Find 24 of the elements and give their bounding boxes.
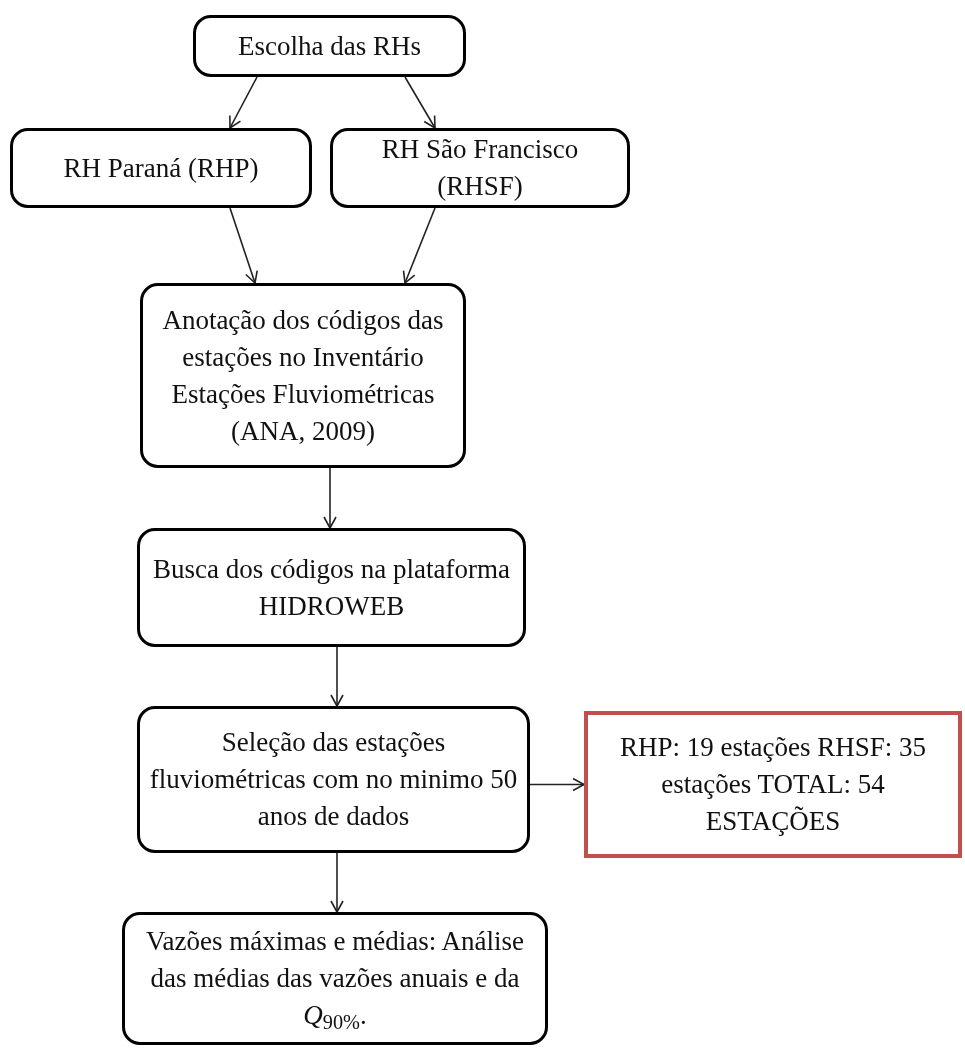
arrow (529, 777, 585, 792)
box-text: Escolha das RHs (238, 29, 421, 63)
arrow (323, 467, 337, 529)
box-text: Anotação dos códigos das estações no Inventário Estações Fluviométricas (ANA, 2009) (161, 303, 445, 448)
arrow (330, 852, 344, 913)
arrow (330, 646, 344, 707)
process-box (137, 528, 526, 647)
result-box (584, 711, 962, 858)
process-box (330, 128, 630, 208)
arrow (402, 207, 436, 284)
arrow (229, 207, 258, 284)
arrow (229, 76, 258, 129)
process-box (10, 128, 312, 208)
process-box (140, 283, 466, 468)
box-text: RH Paraná (RHP) (63, 151, 259, 185)
box-text: RHP: 19 estações RHSF: 35 estações TOTAL: 54 ESTAÇÕES (619, 731, 927, 838)
process-box (193, 15, 466, 77)
process-box (122, 912, 548, 1045)
process-box (137, 706, 530, 853)
box-text: Seleção das estações fluviométricas com no minimo 50 anos de dados (148, 726, 519, 833)
arrow (404, 76, 436, 129)
box-text: Vazões máximas e médias: Análise das médias das vazões anuais e da Q$_{90%}$. (145, 925, 525, 1034)
box-text: Busca dos códigos na plataforma HIDROWEB (152, 552, 511, 623)
box-text: RH São Francisco (RHSF) (380, 133, 580, 203)
